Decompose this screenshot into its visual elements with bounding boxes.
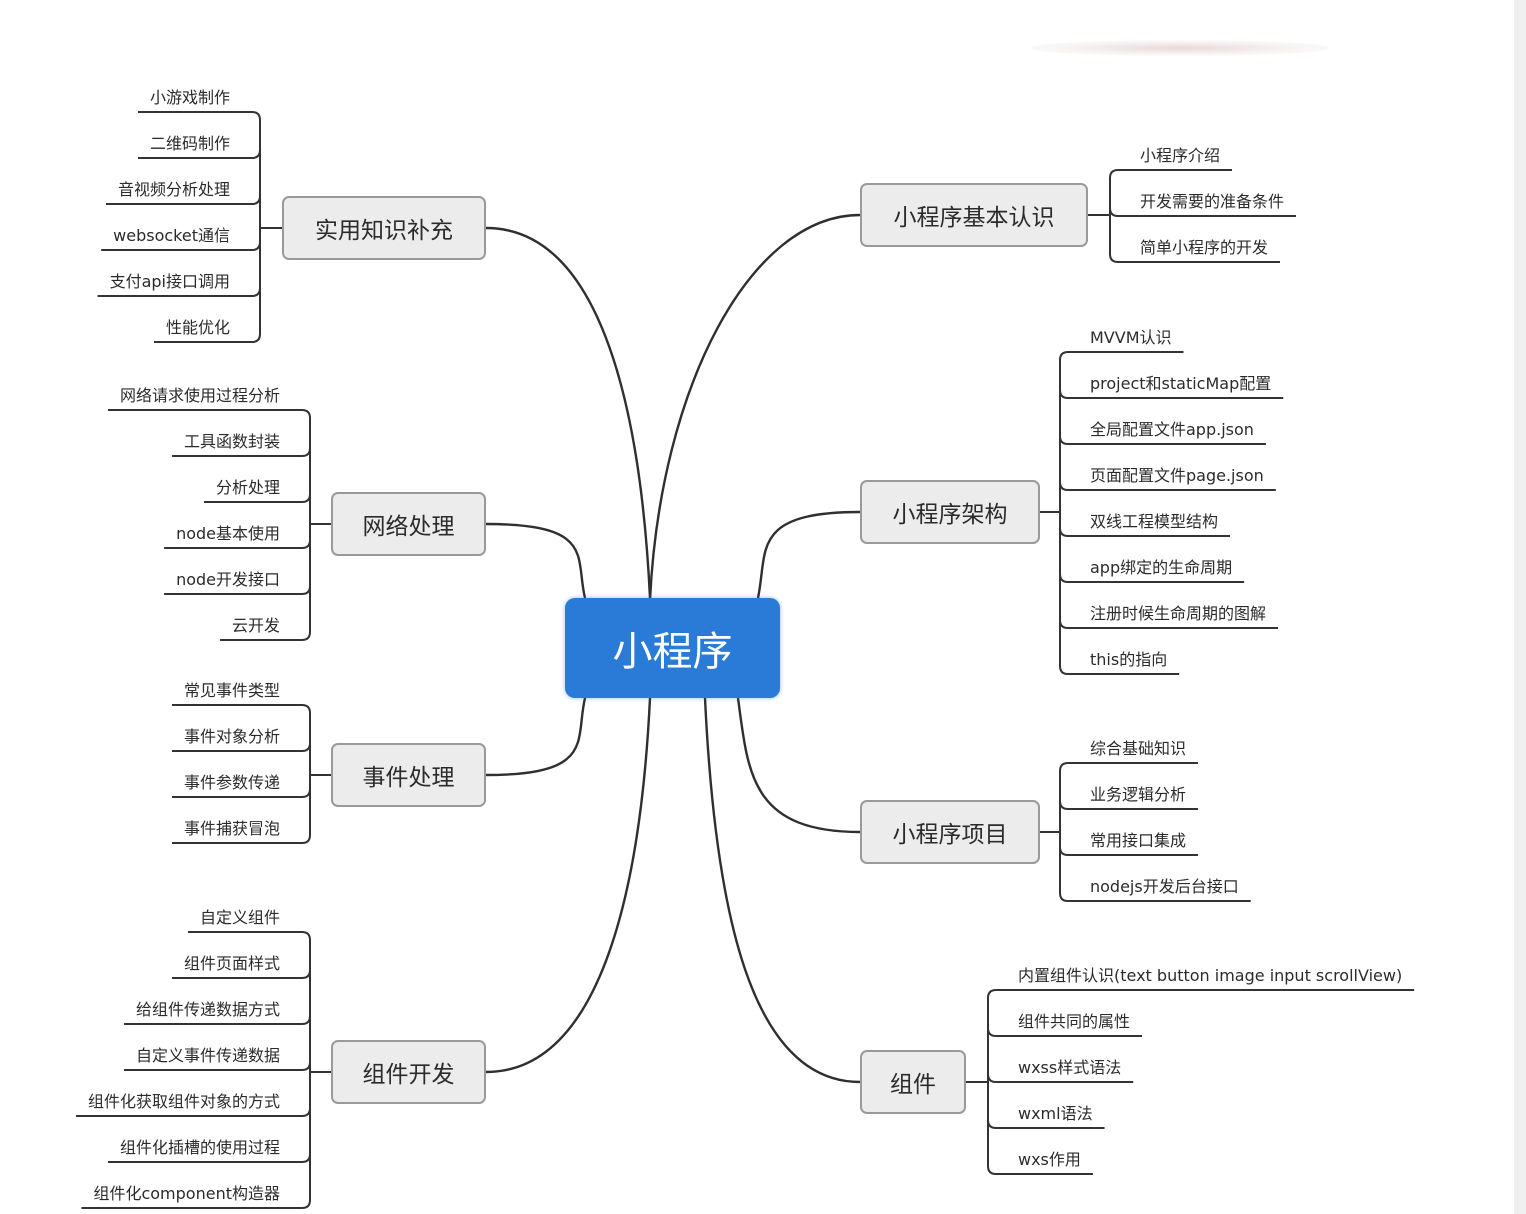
branch-label: 组件 — [890, 1072, 936, 1098]
leaf-line-event-0 — [171, 704, 311, 714]
branch-node-arch[interactable]: 小程序架构 — [860, 480, 1040, 544]
leaf-item-event-0[interactable]: 常见事件类型 — [183, 681, 280, 700]
leaf-line-practical-0 — [137, 111, 261, 121]
leaf-line-component-4 — [987, 1165, 1093, 1175]
leaf-item-network-2[interactable]: 分析处理 — [215, 478, 280, 497]
leaf-item-practical-5[interactable]: 性能优化 — [165, 318, 230, 337]
leaf-item-basic-0[interactable]: 小程序介绍 — [1140, 146, 1221, 165]
leaf-line-network-5 — [219, 631, 311, 641]
leaf-item-event-1[interactable]: 事件对象分析 — [183, 727, 280, 746]
leaf-item-arch-4[interactable]: 双线工程模型结构 — [1090, 512, 1219, 531]
blurred-watermark — [1030, 40, 1330, 56]
leaf-line-project-3 — [1059, 892, 1251, 902]
leaf-item-practical-4[interactable]: 支付api接口调用 — [109, 272, 230, 291]
leaf-line-network-0 — [107, 409, 311, 419]
branch-label: 事件处理 — [362, 765, 455, 791]
center-node[interactable]: 小程序 — [565, 598, 780, 698]
leaf-item-project-2[interactable]: 常用接口集成 — [1090, 831, 1187, 850]
leaf-item-basic-1[interactable]: 开发需要的准备条件 — [1140, 192, 1285, 211]
leaf-item-component-4[interactable]: wxs作用 — [1018, 1150, 1081, 1169]
connector-basic — [648, 213, 861, 601]
leaf-item-arch-5[interactable]: app绑定的生命周期 — [1090, 558, 1233, 577]
branch-node-network[interactable]: 网络处理 — [331, 492, 486, 556]
leaf-item-component-3[interactable]: wxml语法 — [1018, 1104, 1093, 1123]
leaf-item-practical-2[interactable]: 音视频分析处理 — [117, 180, 230, 199]
connector-practical — [485, 226, 652, 599]
connector-event — [485, 697, 587, 777]
leaf-item-event-3[interactable]: 事件捕获冒泡 — [183, 819, 280, 838]
branch-node-compdev[interactable]: 组件开发 — [331, 1040, 486, 1104]
leaf-item-network-5[interactable]: 云开发 — [231, 616, 280, 635]
branch-label: 组件开发 — [362, 1062, 455, 1088]
connector-arch — [756, 510, 861, 599]
branch-label: 小程序基本认识 — [893, 205, 1055, 231]
leaf-item-compdev-5[interactable]: 组件化插槽的使用过程 — [119, 1138, 280, 1157]
leaf-item-component-0[interactable]: 内置组件认识(text button image input scrollVie… — [1018, 966, 1403, 985]
leaf-item-compdev-2[interactable]: 给组件传递数据方式 — [135, 1000, 280, 1019]
leaf-line-compdev-0 — [187, 931, 311, 941]
leaf-item-compdev-3[interactable]: 自定义事件传递数据 — [135, 1046, 280, 1065]
leaf-item-arch-1[interactable]: project和staticMap配置 — [1090, 374, 1272, 393]
connector-compdev — [485, 697, 652, 1074]
leaf-item-component-2[interactable]: wxss样式语法 — [1018, 1058, 1122, 1077]
connector-network — [485, 522, 587, 599]
leaf-item-compdev-0[interactable]: 自定义组件 — [199, 908, 280, 927]
leaf-item-compdev-1[interactable]: 组件页面样式 — [183, 954, 280, 973]
leaf-item-arch-6[interactable]: 注册时候生命周期的图解 — [1090, 604, 1267, 623]
leaf-item-component-1[interactable]: 组件共同的属性 — [1018, 1012, 1131, 1031]
leaf-line-basic-2 — [1109, 253, 1281, 263]
leaf-line-project-0 — [1059, 762, 1199, 772]
branch-node-component[interactable]: 组件 — [860, 1050, 966, 1114]
leaf-item-network-3[interactable]: node基本使用 — [176, 524, 280, 543]
leaf-item-event-2[interactable]: 事件参数传递 — [183, 773, 280, 792]
leaf-line-arch-0 — [1059, 351, 1184, 361]
leaf-item-network-4[interactable]: node开发接口 — [176, 570, 280, 589]
leaf-item-arch-0[interactable]: MVVM认识 — [1090, 328, 1172, 347]
leaf-line-compdev-6 — [81, 1199, 311, 1209]
branch-node-basic[interactable]: 小程序基本认识 — [860, 183, 1088, 247]
leaf-line-component-0 — [987, 989, 1415, 999]
leaf-item-arch-3[interactable]: 页面配置文件page.json — [1090, 466, 1264, 485]
leaf-item-project-1[interactable]: 业务逻辑分析 — [1090, 785, 1187, 804]
leaf-item-arch-7[interactable]: this的指向 — [1090, 650, 1168, 669]
page-edge-strip — [1514, 0, 1526, 1214]
branch-node-event[interactable]: 事件处理 — [331, 743, 486, 807]
leaf-item-practical-1[interactable]: 二维码制作 — [149, 134, 230, 153]
leaf-item-compdev-4[interactable]: 组件化获取组件对象的方式 — [87, 1092, 280, 1111]
branch-node-practical[interactable]: 实用知识补充 — [282, 196, 486, 260]
connector-project — [736, 697, 861, 834]
leaf-line-practical-5 — [153, 333, 261, 343]
connector-component — [703, 697, 861, 1084]
leaf-item-project-3[interactable]: nodejs开发后台接口 — [1090, 877, 1239, 896]
branch-node-project[interactable]: 小程序项目 — [860, 800, 1040, 864]
leaf-item-practical-0[interactable]: 小游戏制作 — [149, 88, 230, 107]
branch-label: 网络处理 — [362, 514, 455, 540]
branch-label: 小程序架构 — [892, 502, 1008, 528]
leaf-line-event-3 — [171, 834, 311, 844]
leaf-item-project-0[interactable]: 综合基础知识 — [1090, 739, 1187, 758]
branch-label: 实用知识补充 — [315, 218, 453, 244]
leaf-line-basic-0 — [1109, 169, 1233, 179]
leaf-item-basic-2[interactable]: 简单小程序的开发 — [1140, 238, 1269, 257]
leaf-line-arch-7 — [1059, 665, 1180, 675]
leaf-item-practical-3[interactable]: websocket通信 — [113, 226, 230, 245]
branch-label: 小程序项目 — [892, 822, 1008, 848]
center-label: 小程序 — [612, 629, 733, 675]
leaf-item-compdev-6[interactable]: 组件化component构造器 — [93, 1184, 280, 1203]
leaf-item-arch-2[interactable]: 全局配置文件app.json — [1090, 420, 1254, 439]
leaf-item-network-1[interactable]: 工具函数封装 — [183, 432, 280, 451]
leaf-item-network-0[interactable]: 网络请求使用过程分析 — [119, 386, 280, 405]
